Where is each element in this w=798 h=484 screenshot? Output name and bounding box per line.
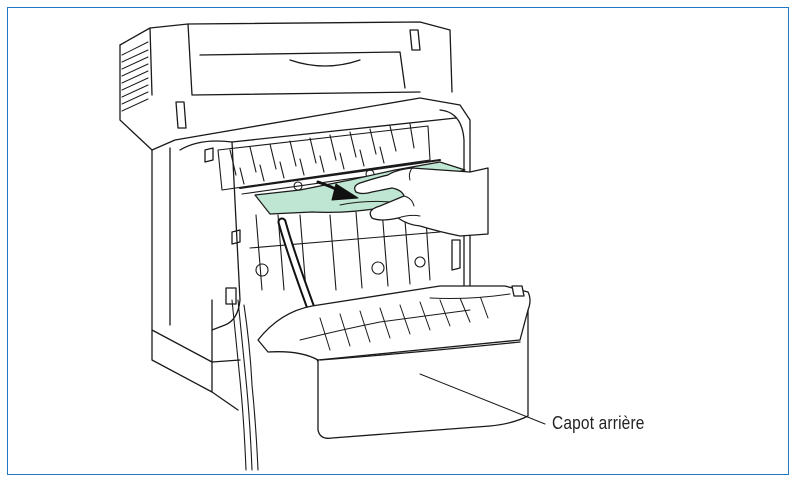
- rear-cover: [257, 285, 531, 439]
- printer-upper-body: [119, 21, 453, 151]
- figure-frame: [7, 7, 789, 475]
- printer-main-body: [151, 97, 471, 363]
- hand-illustration: [354, 167, 489, 237]
- power-cable: [231, 299, 259, 471]
- callout-leader: [419, 373, 546, 425]
- rear-cover-label: Capot arrière: [552, 413, 645, 433]
- printer-base: [151, 329, 241, 411]
- paper-path-interior: [217, 123, 441, 291]
- pull-arrow: [316, 180, 359, 201]
